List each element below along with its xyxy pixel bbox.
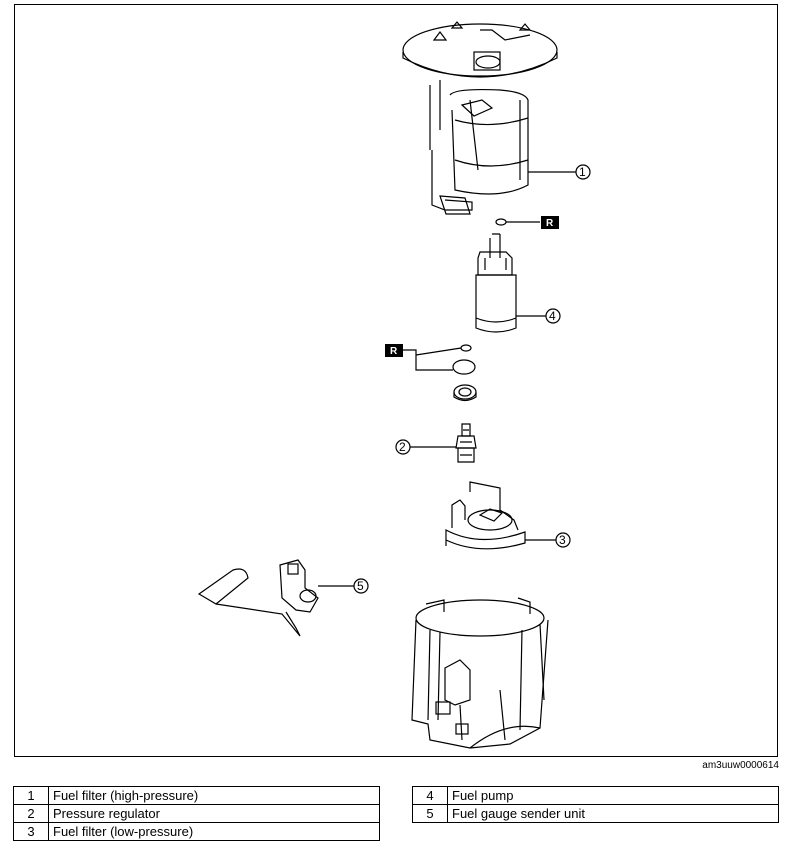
exploded-view-drawing: R R 1 4 2 3 5 bbox=[197, 21, 591, 749]
legend-number: 2 bbox=[13, 804, 49, 823]
legend-number: 3 bbox=[13, 822, 49, 841]
legend-label: Pressure regulator bbox=[48, 804, 380, 823]
callout-number-4: 4 bbox=[549, 309, 556, 323]
legend-row: 5 Fuel gauge sender unit bbox=[412, 804, 779, 823]
legend-label: Fuel filter (high-pressure) bbox=[48, 786, 380, 805]
callout-circle-5 bbox=[353, 578, 369, 594]
r-reusable-marker-top bbox=[541, 216, 559, 229]
callout-circle-3 bbox=[555, 532, 571, 548]
callout-number-5: 5 bbox=[357, 579, 364, 593]
callout-number-2: 2 bbox=[399, 440, 406, 454]
legend-table-right: 4 Fuel pump 5 Fuel gauge sender unit bbox=[412, 786, 779, 823]
legend-label: Fuel gauge sender unit bbox=[447, 804, 779, 823]
fuel-filter-low-pressure-part bbox=[445, 481, 526, 550]
legend-number: 4 bbox=[412, 786, 448, 805]
legend-label: Fuel pump bbox=[447, 786, 779, 805]
legend-row: 3 Fuel filter (low-pressure) bbox=[13, 822, 380, 841]
fuel-pump-part bbox=[475, 233, 517, 333]
r-marker-middle-text: R bbox=[390, 346, 398, 357]
r-marker-top-text: R bbox=[546, 218, 554, 229]
callout-number-3: 3 bbox=[559, 533, 566, 547]
callout-circle-4 bbox=[545, 308, 561, 324]
diagram-frame bbox=[14, 4, 778, 757]
callout-number-1: 1 bbox=[579, 165, 586, 179]
legend-row: 1 Fuel filter (high-pressure) bbox=[13, 786, 380, 805]
fuel-reservoir-cup-part bbox=[411, 597, 549, 749]
legend-table-left: 1 Fuel filter (high-pressure) 2 Pressure… bbox=[13, 786, 380, 841]
legend-label: Fuel filter (low-pressure) bbox=[48, 822, 380, 841]
callout-circle-2 bbox=[395, 439, 411, 455]
legend-row: 4 Fuel pump bbox=[412, 786, 779, 805]
r-reusable-marker-middle bbox=[385, 344, 403, 357]
legend-row: 2 Pressure regulator bbox=[13, 804, 380, 823]
legend-number: 5 bbox=[412, 804, 448, 823]
fuel-filter-high-pressure-part bbox=[402, 21, 558, 215]
fuel-gauge-sender-unit-part bbox=[197, 559, 319, 637]
diagram-code: am3uuw0000614 bbox=[702, 760, 779, 771]
callout-circle-1 bbox=[575, 164, 591, 180]
legend-number: 1 bbox=[13, 786, 49, 805]
pressure-regulator-part bbox=[455, 423, 477, 463]
